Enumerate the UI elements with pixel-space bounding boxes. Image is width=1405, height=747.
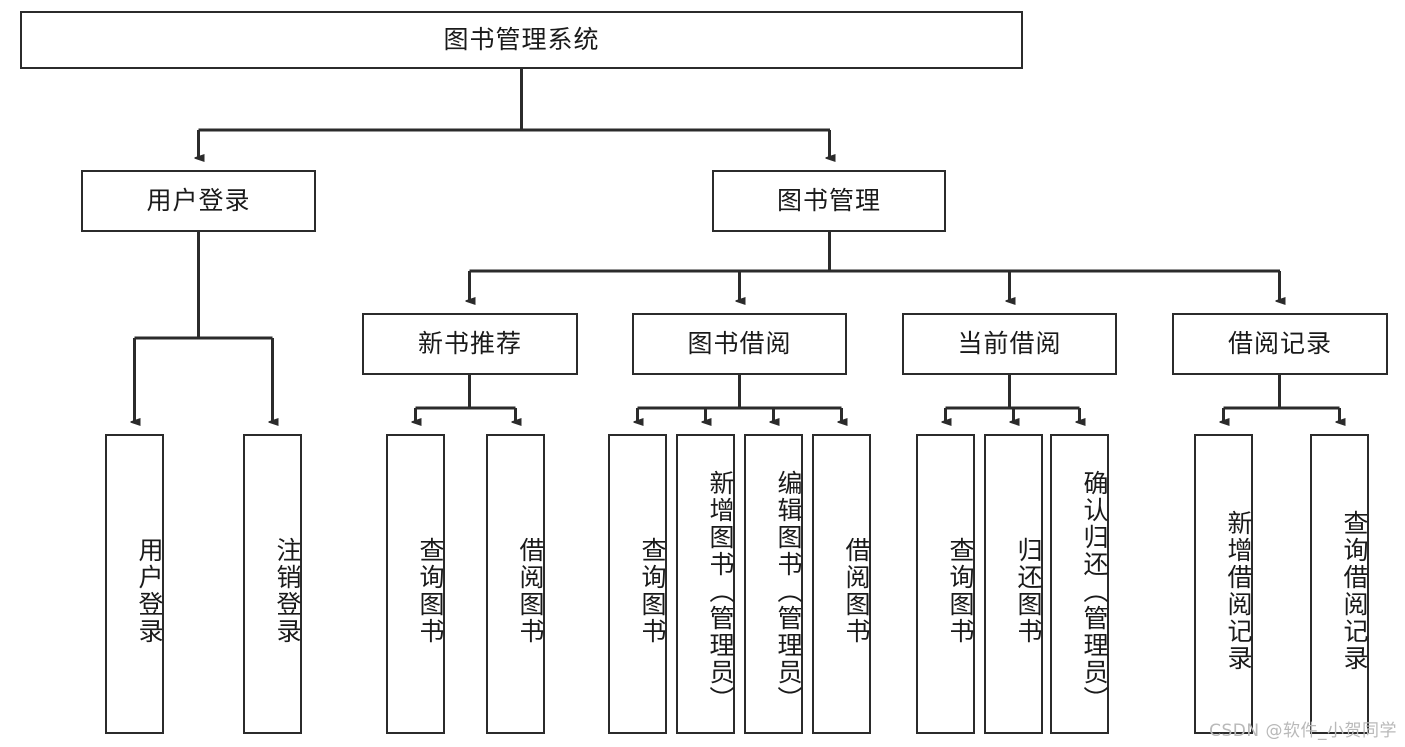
leaf-add-record[interactable]: 新增借阅记录 <box>1194 434 1253 734</box>
leaf-logout[interactable]: 注销登录 <box>243 434 302 734</box>
leaf-query-book-cb[interactable]: 查询图书 <box>916 434 975 734</box>
leaf-borrow-book-bb[interactable]: 借阅图书 <box>812 434 871 734</box>
leaf-user-login[interactable]: 用户登录 <box>105 434 164 734</box>
node-user-login[interactable]: 用户登录 <box>81 170 316 232</box>
leaf-edit-book[interactable]: 编辑图书（管理员） <box>744 434 803 734</box>
leaf-borrow-book-rec[interactable]: 借阅图书 <box>486 434 545 734</box>
leaf-return-book[interactable]: 归还图书 <box>984 434 1043 734</box>
leaf-query-record[interactable]: 查询借阅记录 <box>1310 434 1369 734</box>
node-root[interactable]: 图书管理系统 <box>20 11 1023 69</box>
csdn-watermark: CSDN @软件_小贺同学 <box>1209 721 1397 741</box>
leaf-confirm-return[interactable]: 确认归还（管理员） <box>1050 434 1109 734</box>
node-current-borrow[interactable]: 当前借阅 <box>902 313 1117 375</box>
node-book-manage[interactable]: 图书管理 <box>712 170 946 232</box>
node-new-book-rec[interactable]: 新书推荐 <box>362 313 578 375</box>
leaf-query-book-bb[interactable]: 查询图书 <box>608 434 667 734</box>
node-borrow-record[interactable]: 借阅记录 <box>1172 313 1388 375</box>
node-book-borrow[interactable]: 图书借阅 <box>632 313 847 375</box>
leaf-add-book[interactable]: 新增图书（管理员） <box>676 434 735 734</box>
leaf-query-book-rec[interactable]: 查询图书 <box>386 434 445 734</box>
